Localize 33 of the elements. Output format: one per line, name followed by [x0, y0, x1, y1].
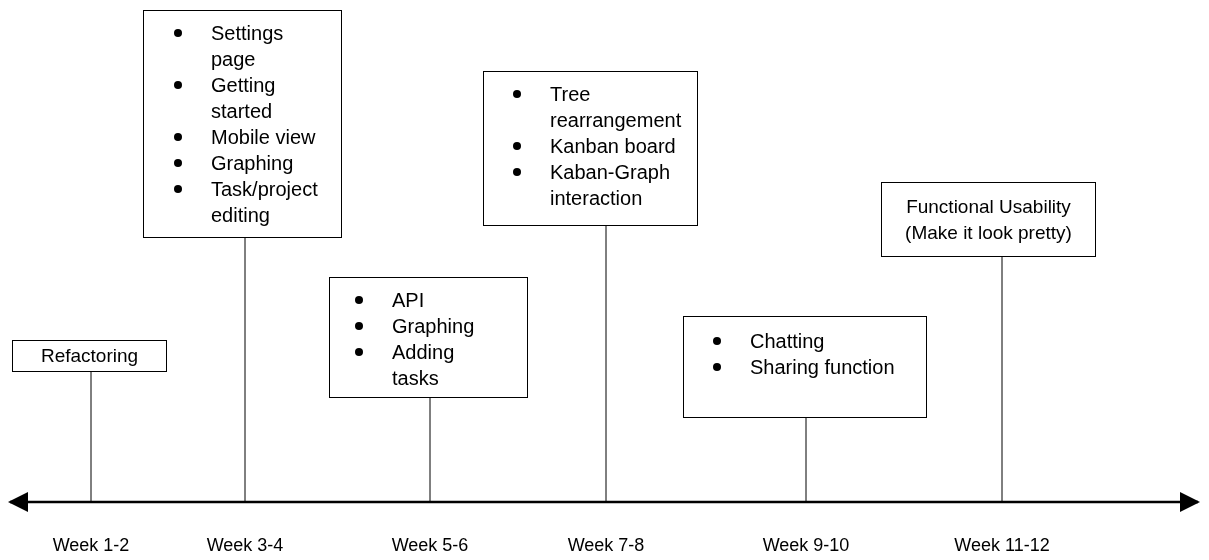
milestone-box: [329, 277, 528, 398]
milestone-box: [881, 182, 1096, 257]
list-item: Sharing function: [750, 355, 896, 380]
milestone-box: [12, 340, 167, 372]
list-item: Adding tasks: [392, 340, 456, 391]
list-item: Settings page: [211, 21, 285, 72]
leader-line: [429, 397, 431, 503]
milestone-box: [143, 10, 342, 238]
leader-line: [1001, 256, 1003, 503]
milestone-box: [483, 71, 698, 226]
list-item: Graphing: [392, 314, 476, 339]
list-item: Kanban board: [550, 134, 677, 159]
list-item: Kaban-Graph interaction: [550, 160, 672, 211]
milestone-box: [683, 316, 927, 418]
week-label: Week 9-10: [762, 534, 850, 556]
list-item: Mobile view: [211, 125, 317, 150]
list-item: Tree rearrangement: [550, 82, 683, 133]
leader-line: [244, 237, 246, 503]
week-label: Week 1-2: [52, 534, 130, 556]
week-label: Week 3-4: [206, 534, 284, 556]
list-item: Getting started: [211, 73, 277, 124]
list-item: Graphing: [211, 151, 295, 176]
milestone-text: Refactoring: [40, 344, 139, 368]
week-label: Week 11-12: [954, 534, 1050, 556]
week-label: Week 5-6: [391, 534, 469, 556]
week-label: Week 7-8: [567, 534, 645, 556]
list-item: Task/project editing: [211, 177, 319, 228]
milestone-text: Functional Usability (Make it look pretty): [904, 194, 1073, 245]
leader-line: [605, 225, 607, 503]
leader-line: [90, 371, 92, 503]
leader-line: [805, 417, 807, 503]
list-item: Chatting: [750, 329, 826, 354]
list-item: API: [392, 288, 426, 313]
